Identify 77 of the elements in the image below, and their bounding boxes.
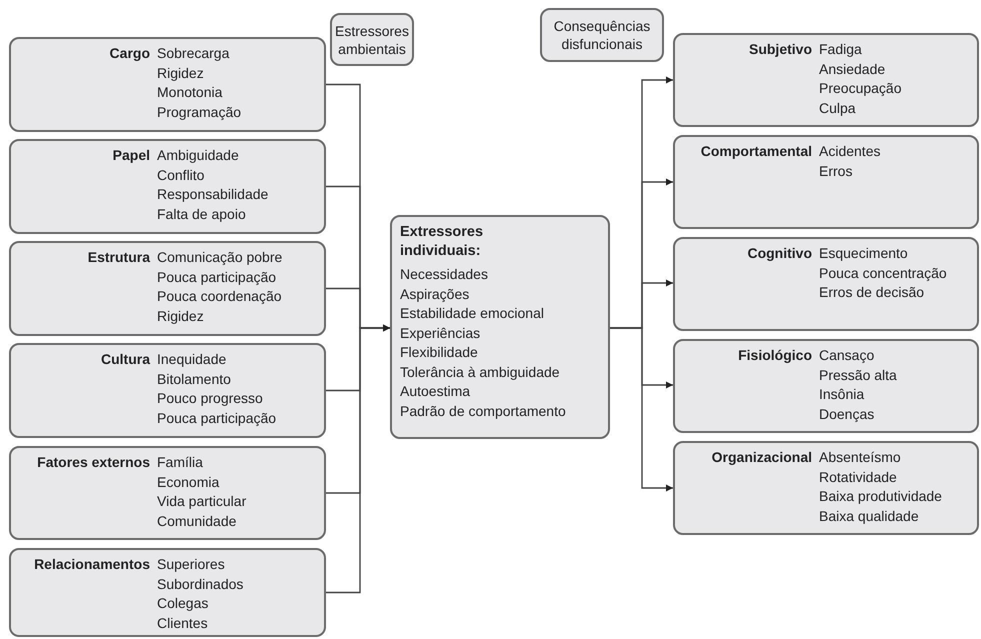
list-item: Inequidade bbox=[157, 350, 226, 369]
list-item: Clientes bbox=[157, 614, 208, 632]
category-label: Cultura bbox=[101, 350, 150, 369]
list-item: Aspirações bbox=[400, 284, 470, 304]
list-item: Pouca participação bbox=[157, 408, 276, 428]
list-item: Vida particular bbox=[157, 492, 246, 511]
list-item: Flexibilidade bbox=[400, 343, 478, 362]
list-item: Culpa bbox=[819, 98, 856, 118]
list-item: Baixa qualidade bbox=[819, 506, 919, 526]
category-label: Estrutura bbox=[88, 248, 150, 267]
list-item: Comunicação pobre bbox=[157, 248, 282, 267]
category-box bbox=[9, 139, 326, 234]
list-item: Insônia bbox=[819, 385, 864, 404]
list-item: Responsabilidade bbox=[157, 185, 268, 204]
category-label: Subjetivo bbox=[748, 40, 812, 59]
list-item: Ambiguidade bbox=[157, 146, 239, 165]
list-item: Baixa produtividade bbox=[819, 487, 942, 506]
category-box bbox=[673, 33, 979, 127]
category-box bbox=[9, 548, 326, 637]
category-box bbox=[9, 37, 326, 132]
caption-box: Consequências disfuncionais bbox=[540, 8, 664, 62]
list-item: Economia bbox=[157, 472, 220, 492]
category-label: Cargo bbox=[110, 44, 150, 63]
list-item: Necessidades bbox=[400, 265, 488, 284]
list-item: Pouca concentração bbox=[819, 264, 947, 283]
list-item: Experiências bbox=[400, 324, 480, 343]
category-label: Relacionamentos bbox=[34, 555, 150, 574]
list-item: Erros de decisão bbox=[819, 283, 924, 302]
box-heading: Extressores individuais: bbox=[400, 223, 484, 261]
connector-arrow bbox=[610, 327, 673, 492]
list-item: Comunidade bbox=[157, 512, 236, 530]
list-item: Bitolamento bbox=[157, 370, 231, 388]
category-box bbox=[9, 446, 326, 540]
list-item: Preocupação bbox=[819, 79, 902, 98]
list-item: Falta de apoio bbox=[157, 204, 246, 224]
list-item: Acidentes bbox=[819, 142, 880, 161]
list-item: Erros bbox=[819, 162, 852, 180]
category-label: Fatores externos bbox=[37, 453, 150, 472]
list-item: Absenteísmo bbox=[819, 448, 901, 467]
connector-arrow bbox=[326, 324, 390, 594]
list-item: Colegas bbox=[157, 594, 208, 613]
list-item: Subordinados bbox=[157, 574, 244, 594]
category-label: Organizacional bbox=[712, 448, 812, 467]
category-label: Comportamental bbox=[700, 142, 812, 161]
list-item: Monotonia bbox=[157, 83, 222, 102]
list-item: Rigidez bbox=[157, 306, 204, 326]
list-item: Conflito bbox=[157, 166, 204, 184]
category-label: Cognitivo bbox=[747, 244, 812, 263]
list-item: Pouca coordenação bbox=[157, 287, 282, 306]
list-item: Ansiedade bbox=[819, 60, 886, 78]
list-item: Cansaço bbox=[819, 346, 874, 365]
list-item: Programação bbox=[157, 102, 242, 122]
category-label: Fisiológico bbox=[738, 346, 812, 365]
list-item: Estabilidade emocional bbox=[400, 304, 544, 323]
category-label: Papel bbox=[112, 146, 150, 165]
list-item: Esquecimento bbox=[819, 244, 908, 263]
category-box bbox=[673, 135, 979, 229]
caption-box: Estressores ambientais bbox=[330, 13, 414, 66]
category-box bbox=[673, 441, 979, 535]
list-item: Pouco progresso bbox=[157, 389, 263, 408]
category-box bbox=[673, 237, 979, 331]
list-item: Família bbox=[157, 453, 203, 472]
category-box bbox=[9, 343, 326, 438]
list-item: Fadiga bbox=[819, 40, 862, 59]
list-item: Rigidez bbox=[157, 64, 204, 83]
list-item: Autoestima bbox=[400, 382, 470, 401]
process-box bbox=[390, 215, 610, 439]
category-box bbox=[673, 339, 979, 433]
list-item: Superiores bbox=[157, 555, 225, 574]
list-item: Pressão alta bbox=[819, 366, 897, 384]
category-box bbox=[9, 241, 326, 336]
list-item: Sobrecarga bbox=[157, 44, 230, 63]
list-item: Tolerância à ambiguidade bbox=[400, 362, 560, 382]
list-item: Pouca participação bbox=[157, 268, 276, 287]
list-item: Rotatividade bbox=[819, 468, 897, 486]
list-item: Doenças bbox=[819, 404, 874, 424]
list-item: Padrão de comportamento bbox=[400, 402, 566, 421]
